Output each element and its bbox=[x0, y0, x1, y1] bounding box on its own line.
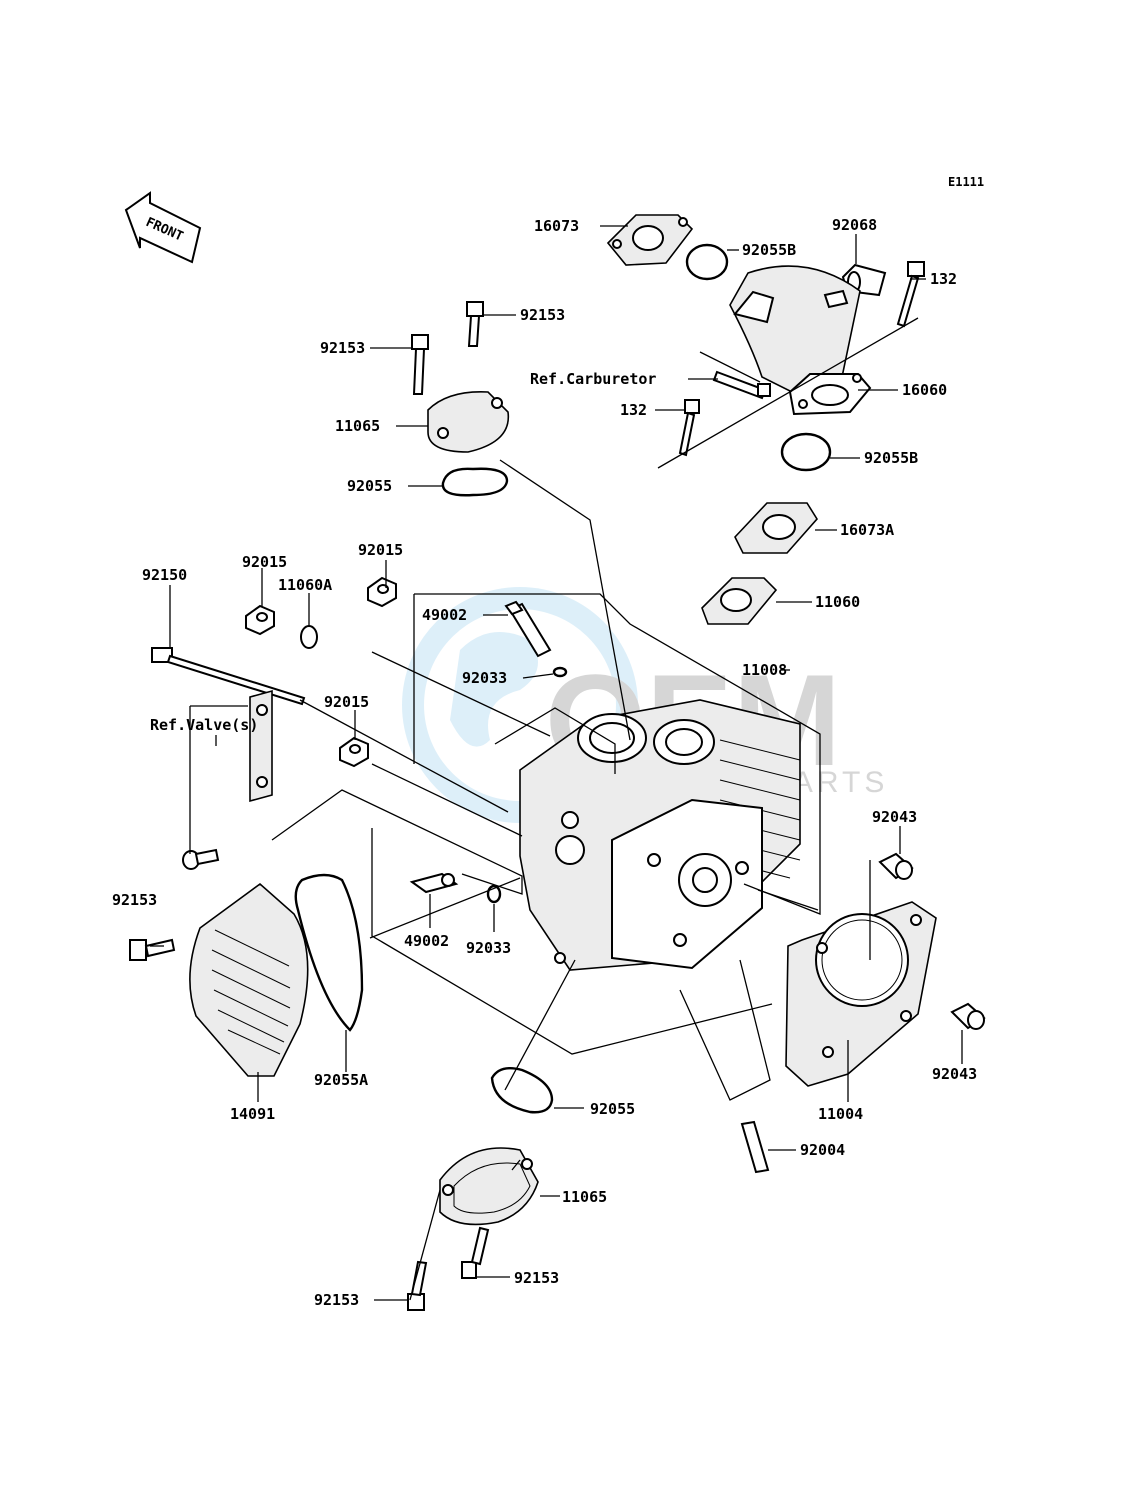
tensioner-49002-top bbox=[504, 600, 552, 658]
diagram-code: E1111 bbox=[948, 175, 984, 189]
callout-label: 11004 bbox=[818, 1105, 863, 1123]
callout-label: 92055B bbox=[864, 449, 918, 467]
callout-label: 92055 bbox=[590, 1100, 635, 1118]
head-gasket-11004 bbox=[785, 901, 937, 1087]
o-ring-92055b-top bbox=[685, 243, 729, 281]
watermark-continent bbox=[450, 632, 538, 747]
dowel-92043-lower bbox=[950, 1002, 986, 1030]
callout-label: 92043 bbox=[932, 1065, 977, 1083]
callout-label: 92153 bbox=[520, 306, 565, 324]
o-ring-92055-top bbox=[441, 467, 509, 497]
callout-label: 49002 bbox=[404, 932, 449, 950]
bolt-92153-b bbox=[466, 301, 484, 347]
callout-label: 49002 bbox=[422, 606, 467, 624]
callout-label: 92015 bbox=[358, 541, 403, 559]
callout-label: 92055 bbox=[347, 477, 392, 495]
front-arrow-icon: FRONT bbox=[124, 191, 202, 264]
tensioner-49002-lower bbox=[409, 872, 459, 894]
callout-label: 11065 bbox=[562, 1188, 607, 1206]
callout-label: 92153 bbox=[314, 1291, 359, 1309]
cap-11065-lower bbox=[439, 1147, 539, 1226]
callout-label: 92153 bbox=[514, 1269, 559, 1287]
callout-label: Ref.Carburetor bbox=[530, 370, 656, 388]
callout-label: 92004 bbox=[800, 1141, 845, 1159]
insulator-16073 bbox=[606, 214, 694, 266]
screw-ref-valve bbox=[182, 848, 220, 870]
callout-label: 11060A bbox=[278, 576, 332, 594]
callout-labels: 16073 92055B 92068 132 92153 92153 Ref.C… bbox=[112, 216, 977, 1309]
o-ring-92055b-lower bbox=[780, 432, 832, 472]
callout-label: 11060 bbox=[815, 593, 860, 611]
callout-label: 92068 bbox=[832, 216, 877, 234]
o-ring-92033-lower bbox=[486, 884, 502, 904]
stud-ref-carburetor bbox=[712, 370, 771, 400]
nut-92015-a bbox=[245, 604, 275, 636]
o-ring-92055-lower bbox=[490, 1067, 554, 1114]
stud-92004 bbox=[740, 1120, 770, 1174]
head-cover-14091 bbox=[189, 882, 309, 1077]
gasket-92055a bbox=[294, 873, 364, 1032]
callout-label: 16060 bbox=[902, 381, 947, 399]
bolt-92153-lower-b bbox=[407, 1260, 428, 1311]
callout-label: 92043 bbox=[872, 808, 917, 826]
nut-92015-b bbox=[367, 576, 397, 608]
callout-label: 92055B bbox=[742, 241, 796, 259]
callout-label: 92015 bbox=[242, 553, 287, 571]
bolt-92153-cover bbox=[129, 938, 176, 961]
nut-92015-c bbox=[339, 736, 369, 768]
gasket-11060 bbox=[701, 577, 778, 625]
callout-label: 92153 bbox=[112, 891, 157, 909]
intake-pipe-16060 bbox=[729, 265, 872, 416]
bolt-92153-lower-a bbox=[461, 1226, 490, 1279]
callout-label: 132 bbox=[930, 270, 957, 288]
callout-label: Ref.Valve(s) bbox=[150, 716, 258, 734]
callout-label: 14091 bbox=[230, 1105, 275, 1123]
callout-label: 92153 bbox=[320, 339, 365, 357]
o-ring-92033-top bbox=[552, 666, 568, 678]
stud-bolt-92150 bbox=[151, 647, 306, 706]
leader-lines bbox=[150, 225, 963, 1301]
callout-label: 92055A bbox=[314, 1071, 368, 1089]
dowel-92043-top bbox=[878, 852, 914, 880]
washer-11060a bbox=[300, 625, 318, 649]
bolt-132-top bbox=[896, 261, 925, 328]
insulator-16073a bbox=[734, 502, 818, 554]
callout-label: 92033 bbox=[466, 939, 511, 957]
callout-label: 92033 bbox=[462, 669, 507, 687]
callout-label: 16073A bbox=[840, 521, 894, 539]
cap-11065-top bbox=[427, 391, 510, 453]
callout-label: 16073 bbox=[534, 217, 579, 235]
callout-label: 92015 bbox=[324, 693, 369, 711]
bolt-92153-a bbox=[411, 334, 429, 395]
callout-label: 11065 bbox=[335, 417, 380, 435]
callout-label: 92150 bbox=[142, 566, 187, 584]
cylinder-head-11008 bbox=[519, 699, 801, 971]
valve-plate bbox=[249, 689, 273, 803]
callout-label: 132 bbox=[620, 401, 647, 419]
callout-label: 11008 bbox=[742, 661, 787, 679]
bolt-132-mid bbox=[678, 399, 700, 457]
